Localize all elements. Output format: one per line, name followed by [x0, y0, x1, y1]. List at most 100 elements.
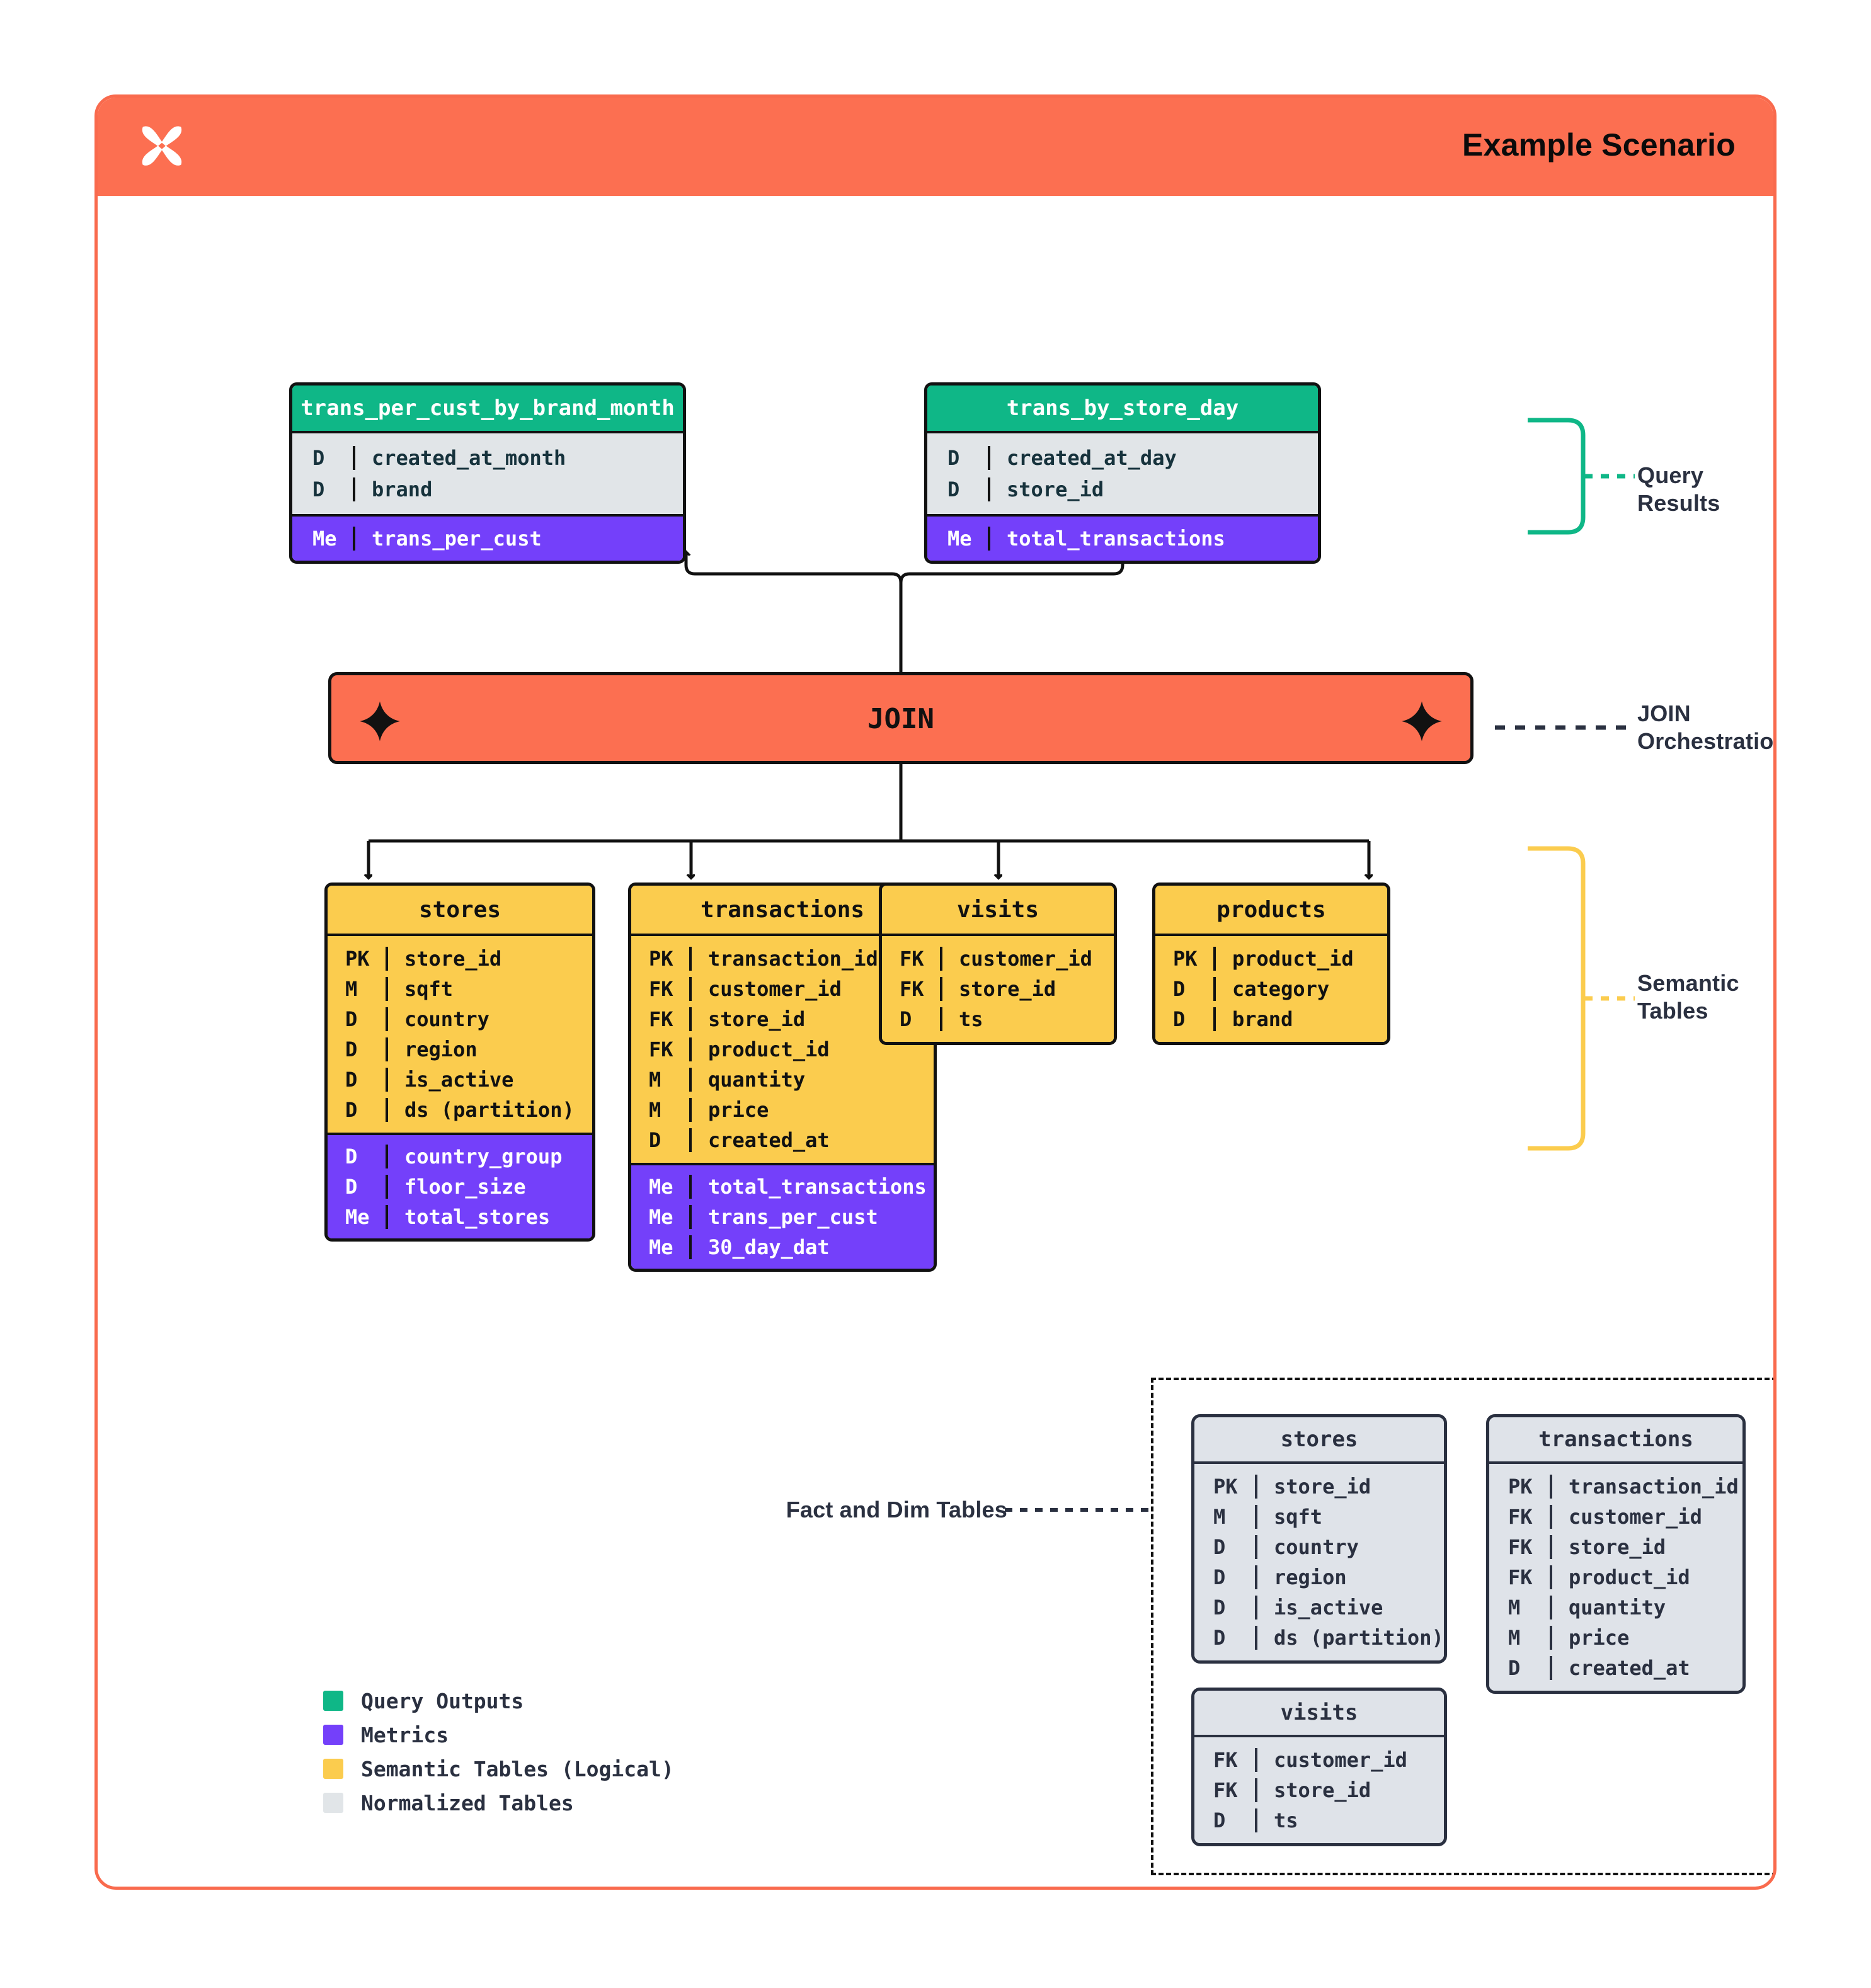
- row-key: FK: [1213, 1778, 1238, 1802]
- row-key: Me: [649, 1175, 673, 1199]
- row-key: D: [345, 1145, 358, 1168]
- row-key: PK: [345, 947, 370, 971]
- table-header: trans_by_store_day: [927, 386, 1318, 431]
- row-field: sqft: [386, 977, 592, 1001]
- table-row[interactable]: Me trans_per_cust: [292, 523, 683, 554]
- row-field: store_id: [988, 477, 1318, 501]
- join-orchestration-bar[interactable]: JOIN: [328, 672, 1473, 764]
- query-result-table-1[interactable]: trans_by_store_day D created_at_day D st…: [924, 382, 1321, 564]
- row-key: D: [947, 446, 960, 470]
- fact-dim-group-box: [1151, 1378, 1773, 1875]
- row-field: product_id: [1213, 947, 1387, 971]
- row-key: D: [1508, 1656, 1521, 1680]
- row-key: D: [1213, 1565, 1226, 1589]
- row-key: D: [345, 1068, 358, 1092]
- row-key: D: [345, 1037, 358, 1061]
- table-header: visits: [882, 886, 1114, 934]
- row-field: region: [1255, 1565, 1444, 1589]
- query-result-table-0[interactable]: trans_per_cust_by_brand_month D created_…: [289, 382, 686, 564]
- row-key: D: [312, 446, 325, 470]
- row-key: M: [649, 1098, 661, 1122]
- row-key: M: [1213, 1505, 1226, 1529]
- row-field: country_group: [386, 1145, 592, 1168]
- row-field: sqft: [1255, 1505, 1444, 1529]
- row-field: product_id: [689, 1037, 934, 1061]
- table-row[interactable]: D created_at_day: [927, 442, 1318, 474]
- legend-item: Metrics: [323, 1718, 674, 1752]
- row-key: D: [649, 1128, 661, 1152]
- table-header: stores: [328, 886, 592, 934]
- row-key: PK: [1173, 947, 1198, 971]
- row-key: D: [1213, 1808, 1226, 1832]
- row-key: D: [312, 477, 325, 501]
- row-field: customer_id: [940, 947, 1114, 971]
- row-field: is_active: [386, 1068, 592, 1092]
- table-row[interactable]: Me total_transactions: [927, 523, 1318, 554]
- row-key: Me: [312, 527, 337, 551]
- table-row[interactable]: D created_at_month: [292, 442, 683, 474]
- row-key: FK: [1508, 1565, 1533, 1589]
- row-key: Me: [649, 1205, 673, 1229]
- table-header: transactions: [1489, 1417, 1742, 1461]
- row-key: D: [1213, 1626, 1226, 1650]
- table-row[interactable]: D brand: [292, 474, 683, 505]
- row-field: transaction_id: [689, 947, 934, 971]
- table-row[interactable]: D store_id: [927, 474, 1318, 505]
- legend-item: Query Outputs: [323, 1684, 674, 1718]
- row-field: created_at: [1550, 1656, 1742, 1680]
- x-logo-icon: [142, 126, 182, 166]
- table-row[interactable]: PK product_id: [1155, 944, 1387, 974]
